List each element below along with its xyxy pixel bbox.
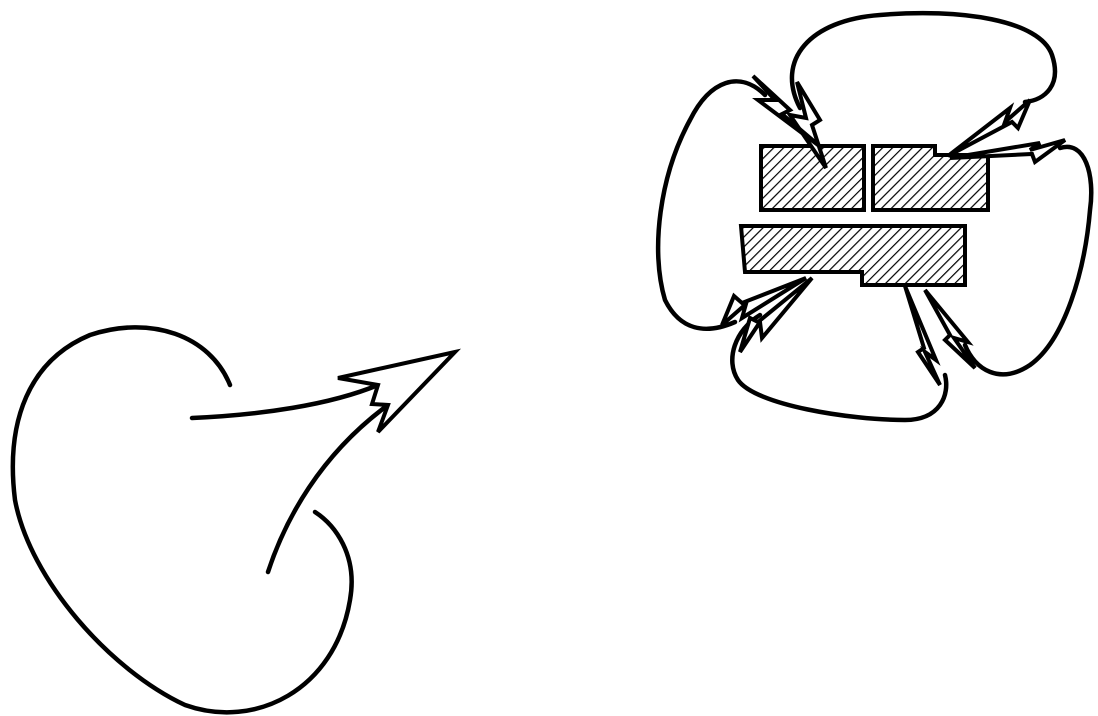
left-loop-line: [13, 327, 352, 712]
left-arrow-lower-shaft: [268, 405, 388, 572]
right-converging-figure: [658, 13, 1091, 420]
hatched-block-top-left: [761, 146, 864, 210]
left-loop-figure: [13, 327, 455, 712]
left-arrow-upper-shaft: [192, 385, 378, 418]
hatched-block-bottom: [741, 226, 965, 285]
top-loop-line: [792, 13, 1055, 108]
left-loop-line-right-figure: [658, 81, 765, 328]
